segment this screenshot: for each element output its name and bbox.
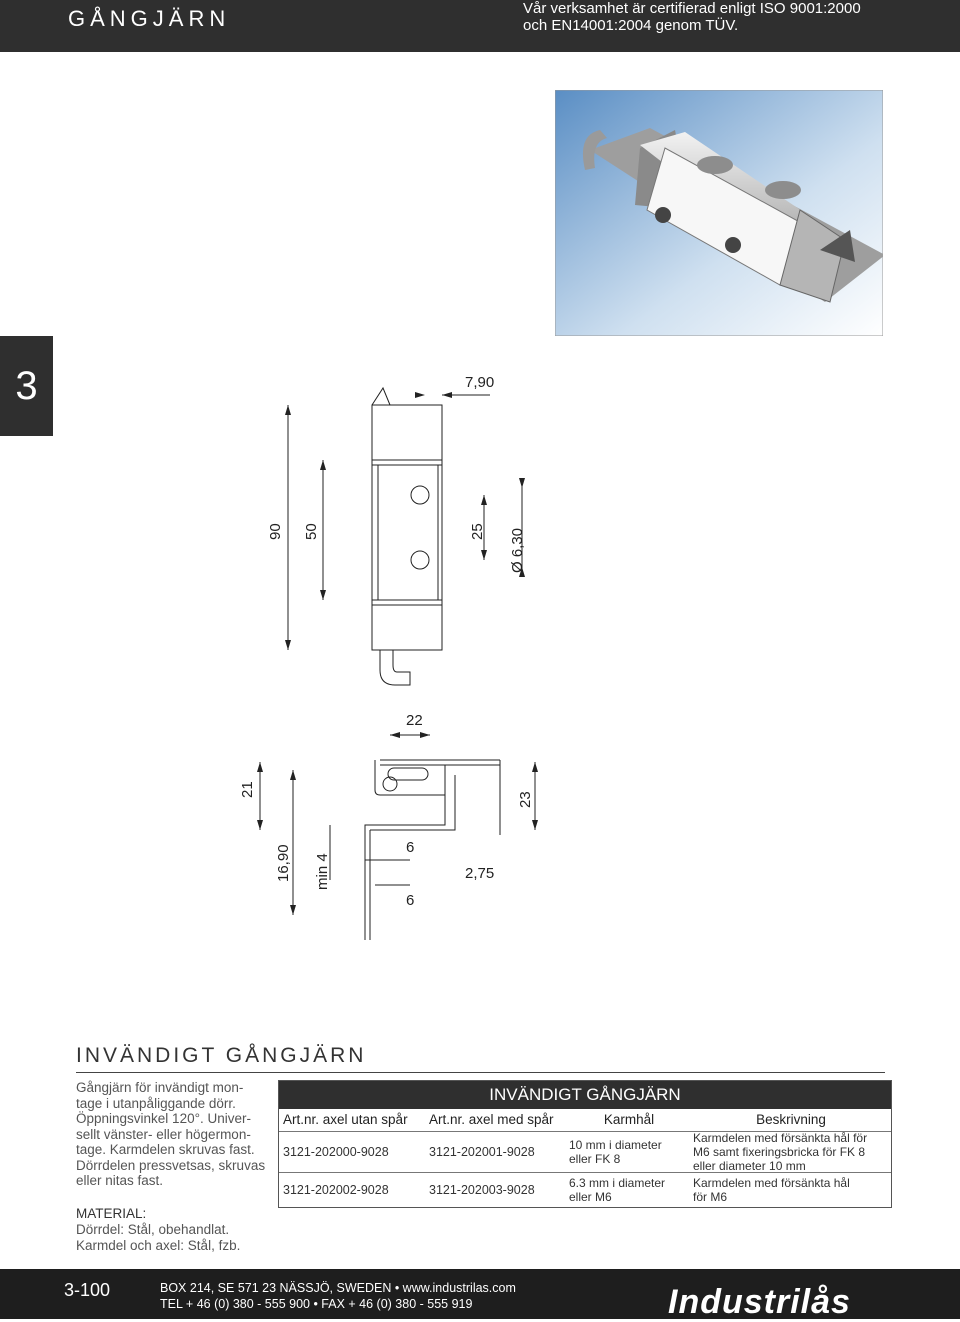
description-line: Dörrdelen pressvetsas, skruvas (76, 1157, 266, 1173)
dim-label: min 4 (314, 853, 331, 890)
beskrivning-cell: Karmdelen med försänkta hål för M6 samt … (689, 1131, 889, 1173)
art-nr-utan-spar: 3121-202000-9028 (283, 1145, 389, 1159)
beskrivning-line: Karmdelen med försänkta hål för (693, 1131, 868, 1145)
dim-label: 6 (406, 892, 414, 909)
table-header-row: Art.nr. axel utan spår Art.nr. axel med … (279, 1109, 891, 1132)
cert-line-1: Vår verksamhet är certifierad enligt ISO… (523, 0, 861, 17)
karmhal-cell: 10 mm i diameter eller FK 8 (565, 1132, 689, 1172)
footer-address: BOX 214, SE 571 23 NÄSSJÖ, SWEDEN • www.… (160, 1281, 516, 1295)
material-line: Karmdel och axel: Stål, fzb. (76, 1238, 241, 1253)
column-header: Art.nr. axel utan spår (283, 1112, 408, 1127)
description-line: Gångjärn för invändigt mon- (76, 1080, 244, 1095)
footer-bar (0, 1269, 960, 1319)
art-nr-utan-spar: 3121-202002-9028 (283, 1183, 389, 1197)
dim-label: 6 (406, 839, 414, 856)
beskrivning-line: M6 samt fixeringsbricka för FK 8 (693, 1145, 866, 1159)
front-view-drawing: 7,90 90 50 25 Ø 6,30 (267, 374, 526, 686)
material-line: Dörrdel: Stål, obehandlat. (76, 1222, 230, 1237)
karmhal-line: 6.3 mm i diameter (569, 1176, 666, 1190)
dim-label: Ø 6,30 (509, 528, 526, 573)
beskrivning-line: för M6 (693, 1190, 728, 1204)
karmhal-line: eller M6 (569, 1190, 612, 1204)
dim-label: 50 (303, 523, 320, 540)
product-description: Gångjärn för invändigt mon- tage i utanp… (76, 1080, 276, 1189)
description-line: tage. Karmdelen skruvas fast. (76, 1142, 255, 1157)
material-label: MATERIAL: (76, 1206, 147, 1221)
table-row: 3121-202000-9028 3121-202001-9028 10 mm … (279, 1131, 891, 1173)
header-bar (0, 0, 960, 52)
product-table: INVÄNDIGT GÅNGJÄRN Art.nr. axel utan spå… (278, 1080, 892, 1208)
description-line: Öppningsvinkel 120°. Univer- (76, 1111, 251, 1126)
karmhal-cell: 6.3 mm i diameter eller M6 (565, 1173, 689, 1207)
dim-label: 21 (239, 781, 256, 798)
dim-label: 2,75 (465, 865, 494, 882)
certification-note: Vår verksamhet är certifierad enligt ISO… (523, 0, 861, 34)
beskrivning-line: eller diameter 10 mm (693, 1159, 806, 1173)
page-title: GÅNGJÄRN (68, 6, 231, 31)
section-view-drawing: 22 21 23 16,90 min 4 6 6 2,75 (239, 712, 538, 940)
dim-label: 16,90 (275, 844, 292, 882)
footer-contact: TEL + 46 (0) 380 - 555 900 • FAX + 46 (0… (160, 1297, 473, 1311)
art-nr-med-spar: 3121-202001-9028 (429, 1145, 535, 1159)
cert-line-2: och EN14001:2004 genom TÜV. (523, 17, 739, 34)
dim-label: 22 (406, 712, 423, 729)
divider (76, 1072, 885, 1073)
page-number: 3-100 (64, 1280, 111, 1300)
beskrivning-cell: Karmdelen med försänkta hål för M6 (689, 1173, 889, 1207)
karmhal-line: 10 mm i diameter (569, 1138, 662, 1152)
chapter-tab: 3 (0, 336, 53, 436)
dim-label: 25 (469, 523, 486, 540)
karmhal-line: eller FK 8 (569, 1152, 621, 1166)
description-line: eller nitas fast. (76, 1173, 164, 1188)
section-title: INVÄNDIGT GÅNGJÄRN (76, 1044, 367, 1067)
column-header: Karmhål (603, 1112, 655, 1127)
column-header: Beskrivning (756, 1112, 826, 1127)
company-logo: Industrilås (668, 1283, 851, 1321)
description-line: tage i utanpåliggande dörr. (76, 1095, 236, 1111)
product-photo (555, 90, 883, 336)
art-nr-med-spar: 3121-202003-9028 (429, 1183, 535, 1197)
dim-label: 7,90 (465, 374, 494, 391)
dim-label: 90 (267, 523, 284, 540)
description-line: sellt vänster- eller högermon- (76, 1126, 251, 1142)
table-caption: INVÄNDIGT GÅNGJÄRN (279, 1081, 891, 1109)
dim-label: 23 (517, 791, 534, 808)
column-header: Art.nr. axel med spår (429, 1112, 554, 1127)
table-row: 3121-202002-9028 3121-202003-9028 6.3 mm… (279, 1173, 891, 1207)
beskrivning-line: Karmdelen med försänkta hål (693, 1176, 850, 1190)
